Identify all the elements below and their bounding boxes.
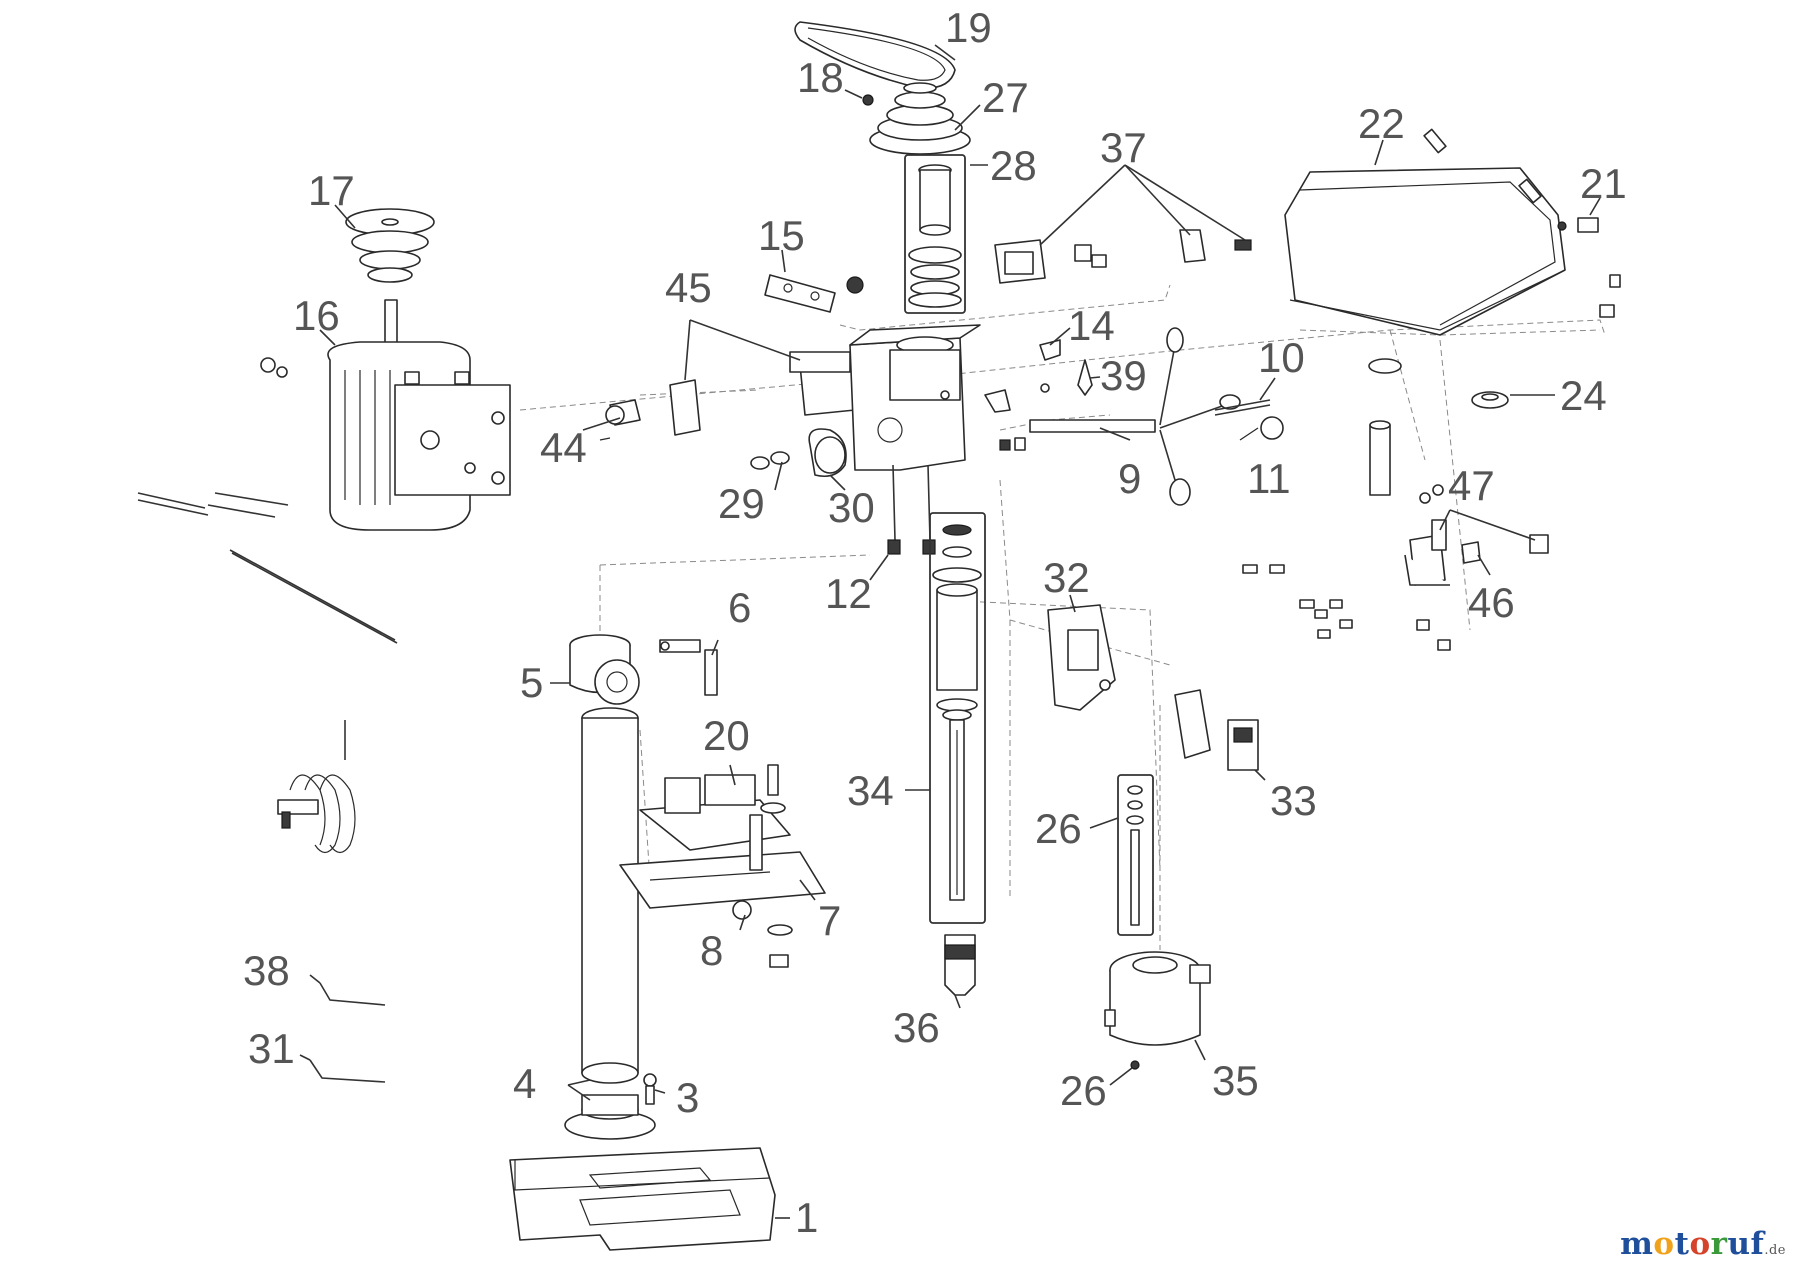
part-18-screw [862,94,874,106]
part-39-spring-pin [1077,359,1093,396]
watermark-suffix: .de [1764,1243,1786,1258]
callout-30: 30 [828,484,875,531]
callout-10: 10 [1258,334,1305,381]
part-7-work-table [619,814,826,909]
callout-12: 12 [825,570,872,617]
part-36-drill-chuck [944,934,976,996]
part-32-switch-housing [1047,604,1116,711]
callout-36: 36 [893,1004,940,1051]
loose-rods [137,492,398,644]
part-16-motor [260,299,511,531]
part-21-knob-screw [1557,217,1599,233]
part-46-clip [1461,541,1481,564]
part-11-knob [1239,416,1284,441]
part-28-spindle-sleeve-group [904,154,966,314]
watermark-letter: m [1620,1226,1654,1262]
watermark-letter: uf [1727,1226,1765,1262]
callout-7: 7 [818,897,841,944]
callout-47: 47 [1448,462,1495,509]
part-20-vise [639,764,791,851]
callout-20: 20 [703,712,750,759]
callout-39: 39 [1100,352,1147,399]
watermark-letter: o [1653,1226,1675,1262]
part-14-lock-part [984,339,1061,413]
callout-14: 14 [1068,302,1115,349]
callout-9: 9 [1118,455,1141,502]
callout-22: 22 [1358,100,1405,147]
callout-21: 21 [1580,160,1627,207]
cover-small-parts [1599,274,1621,318]
part-35-column-collar [1104,951,1211,1070]
part-30-flange-knob [808,428,847,478]
watermark-logo: motoruf.de [1620,1226,1786,1262]
part-37-switch-assembly [994,229,1252,284]
callout-45: 45 [665,264,712,311]
watermark-letter: r [1710,1226,1728,1262]
callout-26: 26 [1035,805,1082,852]
callout-38: 38 [243,947,290,994]
callout-24: 24 [1560,372,1607,419]
callout-18: 18 [797,54,844,101]
part-33-switch [1174,689,1259,771]
part-26-depth-rod-group [1117,774,1154,936]
part-9-feed-handle [999,327,1241,506]
callout-29: 29 [718,480,765,527]
part-38-hex-key [319,982,386,1006]
column [581,707,639,1084]
callout-1: 1 [795,1194,818,1241]
part-22-belt-cover [1284,128,1566,336]
callout-15: 15 [758,212,805,259]
callout-31: 31 [248,1025,295,1072]
part-15-plate [764,274,864,313]
part-27-pulley [869,82,971,155]
part-3-bolt [643,1073,657,1105]
part-31-hex-key [309,1059,386,1083]
callout-11: 11 [1247,455,1291,502]
callout-44: 44 [540,424,587,471]
part-34-quill-group [929,512,986,924]
assembly-guide-lines [519,284,1606,950]
callout-35: 35 [1212,1057,1259,1104]
part-10-shaft [1214,399,1271,416]
part-47-bracket [1404,484,1549,586]
watermark-letter: t [1674,1226,1690,1262]
part-29-washers [750,451,790,470]
cover-stud [1368,358,1402,496]
callout-19: 19 [945,4,992,51]
part-17-motor-pulley [345,208,435,283]
callout-17: 17 [308,167,355,214]
callout-8: 8 [700,927,723,974]
part-8-table-lock [732,900,793,968]
callout-34: 34 [847,767,894,814]
cable-spring-assembly [277,720,356,854]
head-casting [849,324,981,471]
callout-28: 28 [990,142,1037,189]
callout-26b: 26 [1060,1067,1107,1114]
callout-32: 32 [1043,554,1090,601]
callout-6: 6 [728,584,751,631]
part-12-bolts [887,464,936,555]
part-1-base [509,1147,776,1251]
callout-numbers: 19 18 27 28 37 22 21 17 15 45 16 14 39 1… [243,4,1627,1241]
callout-37: 37 [1100,124,1147,171]
watermark-letter: o [1689,1226,1711,1262]
callout-33: 33 [1270,777,1317,824]
part-45-switch-bracket [669,351,856,436]
callout-3: 3 [676,1074,699,1121]
callout-27: 27 [982,74,1029,121]
part-24-nut [1471,391,1509,409]
callout-46: 46 [1468,579,1515,626]
part-44-knob [599,399,641,441]
part-6-crank [659,639,718,696]
callout-4: 4 [513,1060,536,1107]
loose-small-parts [1242,564,1451,651]
callout-5: 5 [520,659,543,706]
callout-leaders [299,44,1601,1219]
part-4-column-flange [564,1094,656,1140]
callout-16: 16 [293,292,340,339]
part-5-table-bracket [569,634,640,705]
